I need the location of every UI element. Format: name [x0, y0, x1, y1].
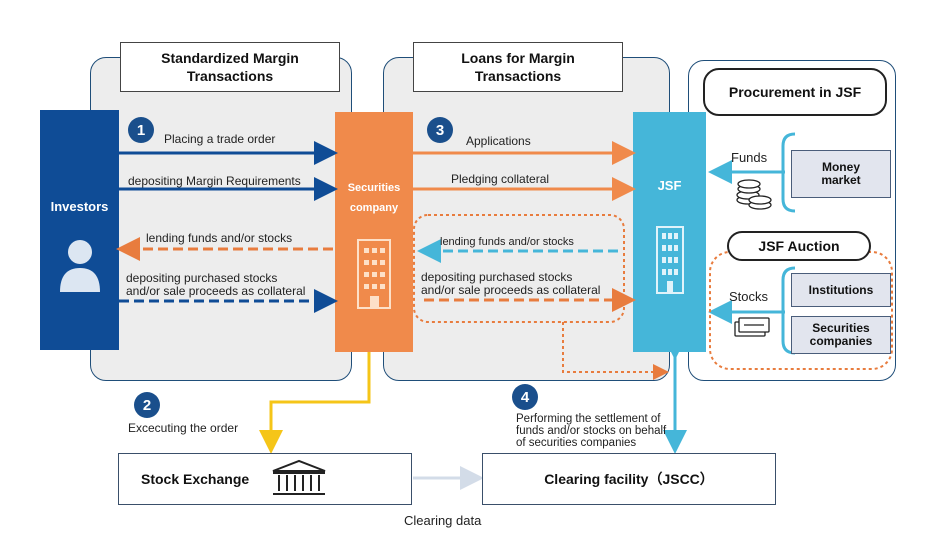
depositing-left-label: depositing purchased stocks and/or sale …: [126, 271, 306, 298]
step-1-badge: 1: [128, 117, 154, 143]
depositing-margin-label: depositing Margin Requirements: [128, 174, 301, 188]
arrow-executing: [259, 352, 371, 454]
applications-label: Applications: [466, 134, 531, 148]
building-icon: [357, 239, 391, 309]
step-3-badge: 3: [427, 117, 453, 143]
clearing-facility-label: Clearing facility（JSCC）: [544, 471, 714, 487]
step-4-badge: 4: [512, 384, 538, 410]
settlement-label: Performing the settlement of funds and/o…: [516, 413, 667, 449]
lending-right-label: lending funds and/or stocks: [440, 236, 574, 248]
bracket-stocks: [781, 266, 796, 355]
auction-dotted-box: [709, 251, 893, 370]
procurement-title: Procurement in JSF: [703, 68, 887, 116]
stocks-label: Stocks: [729, 289, 769, 304]
securities-company-column: Securities company: [335, 112, 413, 352]
coins-icon: [736, 179, 772, 210]
lending-left-label: lending funds and/or stocks: [146, 231, 293, 245]
loans-panel: [383, 57, 670, 381]
stock-exchange-box: Stock Exchange: [118, 453, 412, 505]
standardized-title: Standardized Margin Transactions: [120, 42, 340, 92]
step-2-badge: 2: [134, 392, 160, 418]
bracket-money: [781, 132, 796, 213]
loans-title: Loans for Margin Transactions: [413, 42, 623, 92]
dotted-connector: [562, 322, 669, 380]
dotted-loop-box: [413, 214, 625, 323]
jsf-column: JSF: [633, 112, 706, 352]
bank-icon: [272, 459, 326, 495]
executing-label: Excecuting the order: [128, 421, 239, 435]
person-icon: [59, 240, 100, 292]
clearing-facility-box: Clearing facility（JSCC）: [482, 453, 776, 505]
funds-label: Funds: [731, 150, 768, 165]
clearing-data-label: Clearing data: [404, 513, 482, 528]
securities-companies-box: Securities companies: [791, 316, 891, 354]
depositing-right-label: depositing purchased stocks and/or sale …: [421, 270, 601, 297]
tower-icon: [655, 226, 684, 294]
certificates-icon: [734, 317, 770, 337]
institutions-box: Institutions: [791, 273, 891, 307]
securities-company-label: Securities company: [347, 182, 401, 214]
placing-order-label: Placing a trade order: [164, 132, 276, 146]
jsf-label: JSF: [657, 178, 682, 193]
investors-column: Investors: [40, 110, 119, 350]
stock-exchange-label: Stock Exchange: [141, 471, 250, 487]
pledging-label: Pledging collateral: [451, 172, 550, 186]
standardized-panel: [90, 57, 352, 381]
investors-label: Investors: [50, 199, 109, 214]
money-market-box: Money market: [791, 150, 891, 198]
jsf-auction-pill: JSF Auction: [727, 231, 871, 261]
